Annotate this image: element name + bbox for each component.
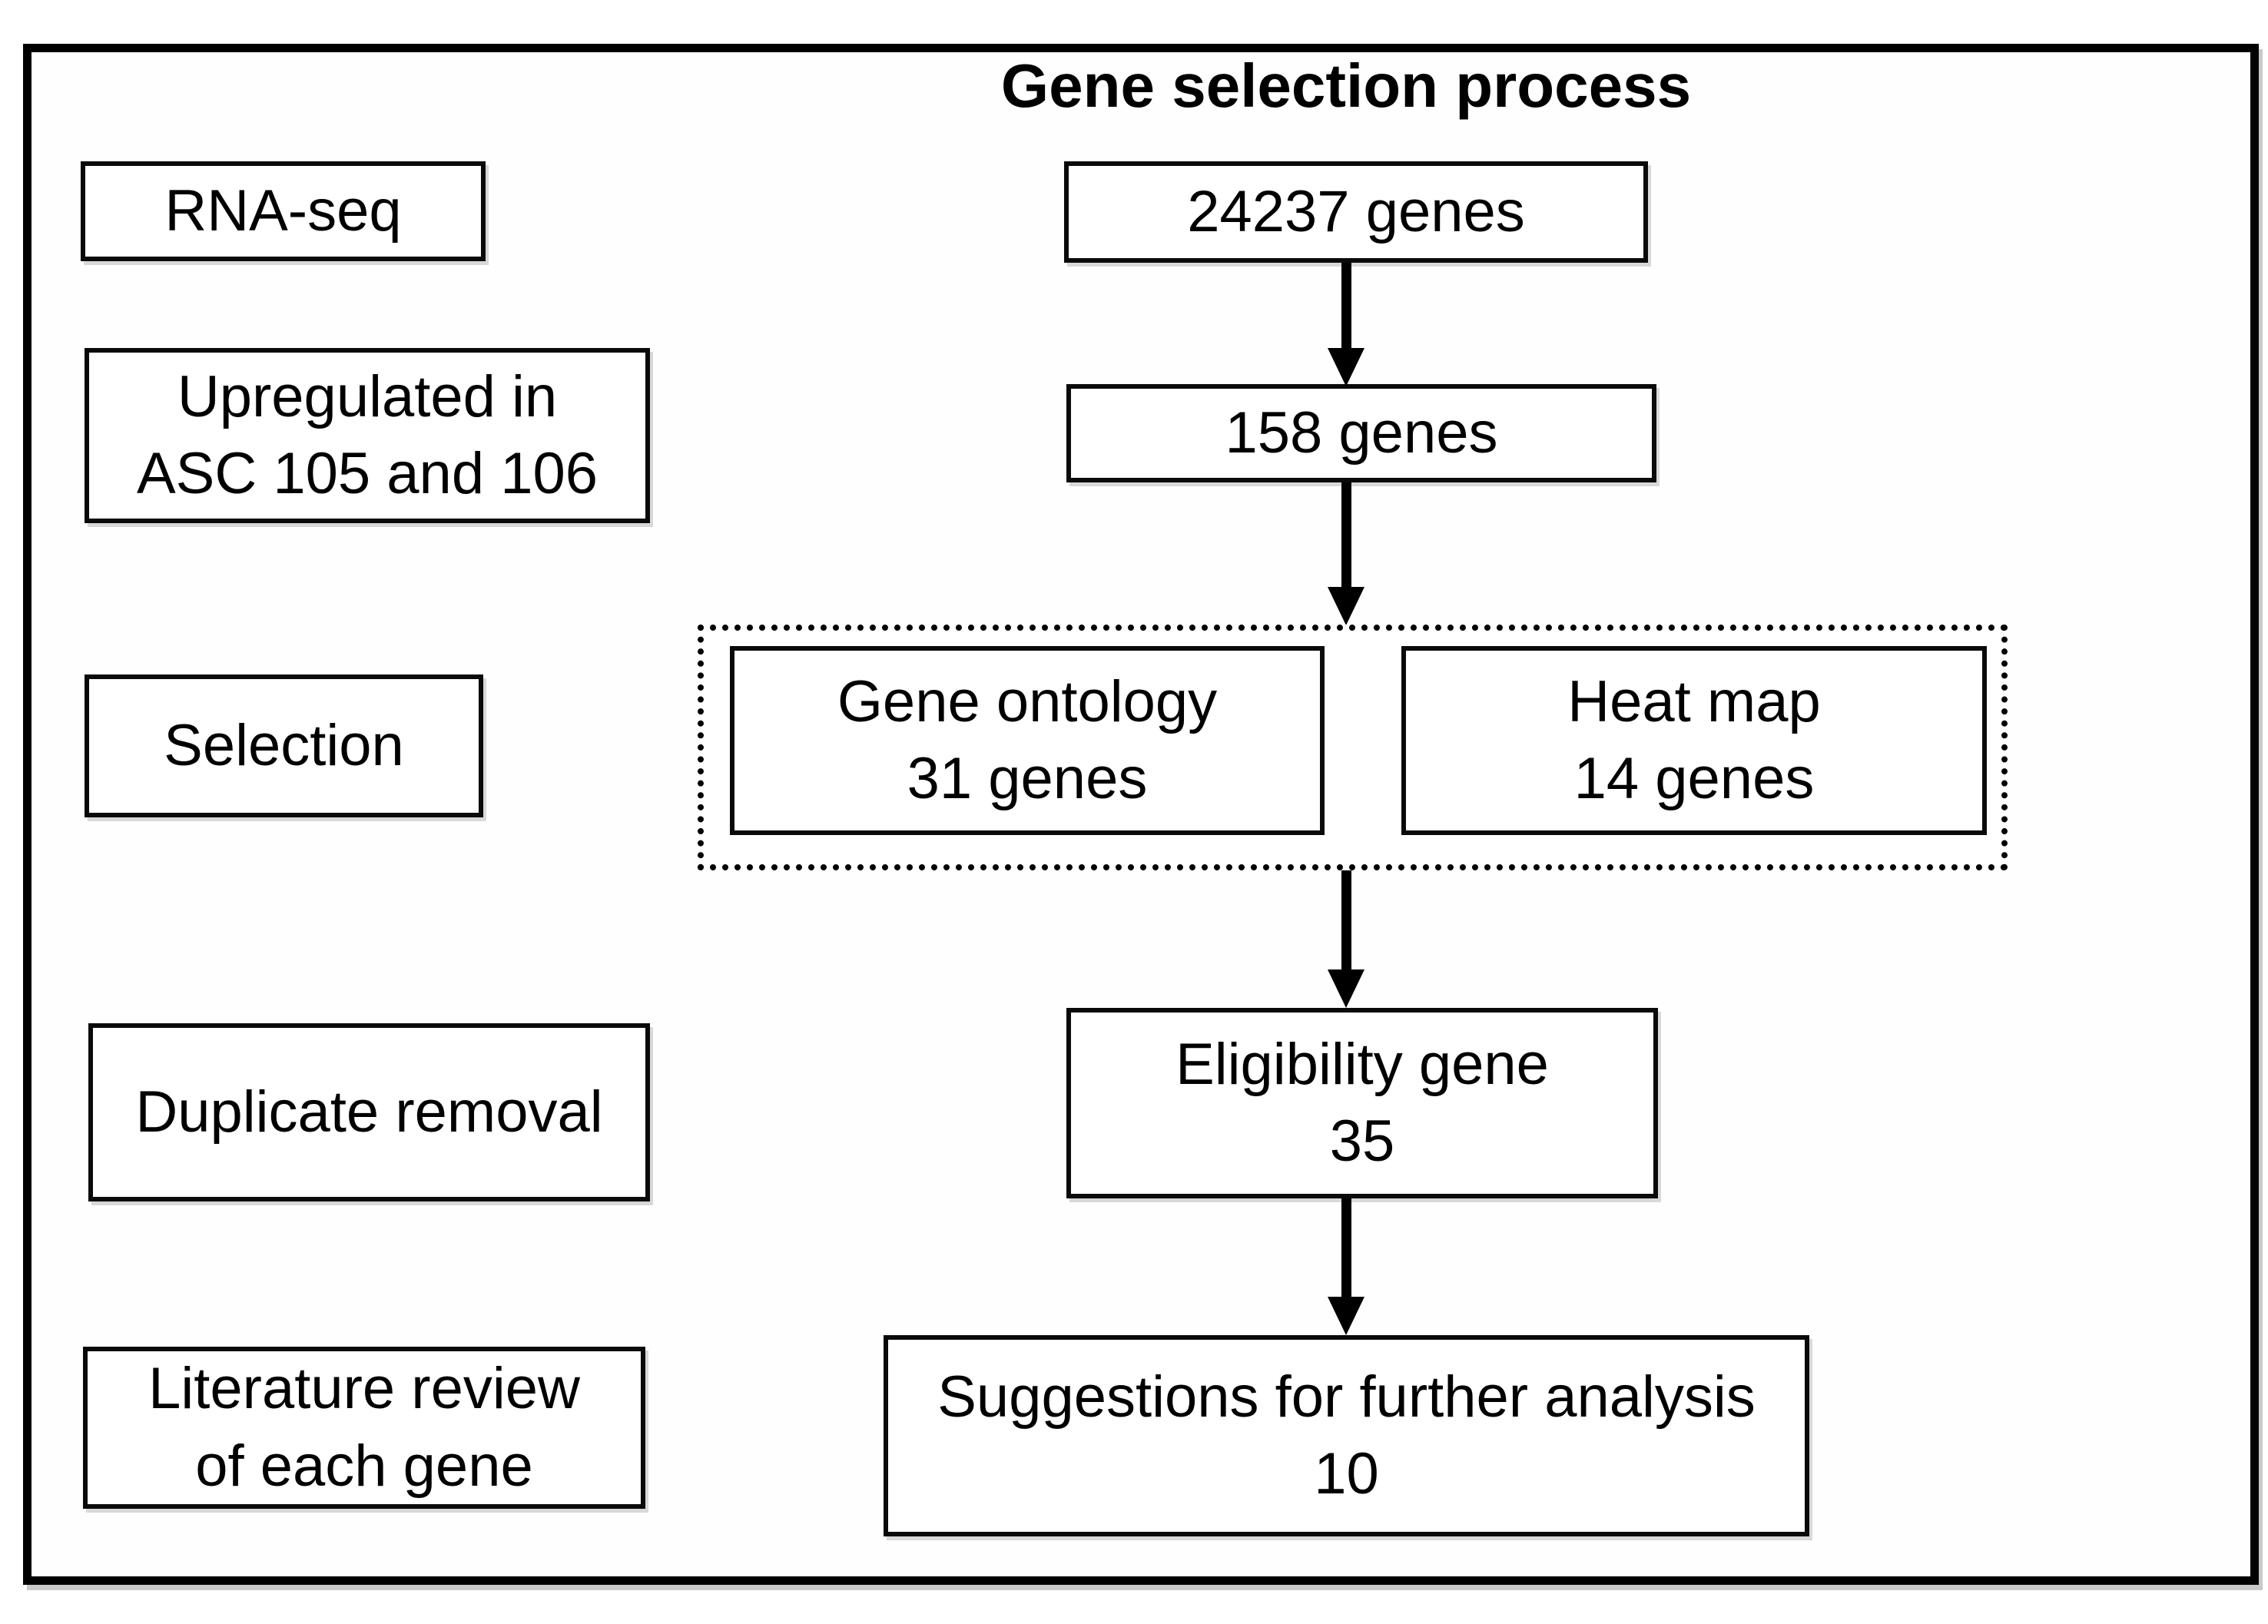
flow-box-upregulated-genes: 158 genes (1066, 384, 1656, 482)
flow-box-gene-ontology: Gene ontology 31 genes (730, 646, 1325, 835)
stage-box-upregulated: Upregulated in ASC 105 and 106 (85, 348, 650, 523)
selection-group-dotted-box: Gene ontology 31 genes Heat map 14 genes (698, 625, 2008, 870)
arrow-shaft (1341, 1198, 1351, 1297)
arrow-shaft (1341, 263, 1351, 348)
flow-box-suggestions: Suggestions for further analysis 10 (884, 1335, 1809, 1536)
flow-arrow-down-1 (1328, 263, 1364, 386)
flow-arrow-down-3 (1328, 870, 1364, 1008)
diagram-title: Gene selection process (1000, 51, 1692, 120)
arrow-shaft (1341, 870, 1351, 969)
stage-box-duplicate-removal: Duplicate removal (88, 1023, 650, 1201)
arrow-head-down-icon (1328, 1297, 1364, 1335)
arrow-head-down-icon (1328, 348, 1364, 386)
arrow-shaft (1341, 482, 1351, 587)
flow-box-eligibility: Eligibility gene 35 (1066, 1008, 1658, 1198)
stage-box-rna-seq: RNA-seq (81, 161, 486, 261)
flow-arrow-down-4 (1328, 1198, 1364, 1335)
arrow-head-down-icon (1328, 969, 1364, 1008)
stage-box-selection: Selection (85, 674, 483, 817)
arrow-head-down-icon (1328, 587, 1364, 625)
flow-box-total-genes: 24237 genes (1064, 161, 1648, 263)
flow-box-heat-map: Heat map 14 genes (1401, 646, 1987, 835)
stage-box-literature-review: Literature review of each gene (83, 1347, 645, 1509)
flow-arrow-down-2 (1328, 482, 1364, 625)
